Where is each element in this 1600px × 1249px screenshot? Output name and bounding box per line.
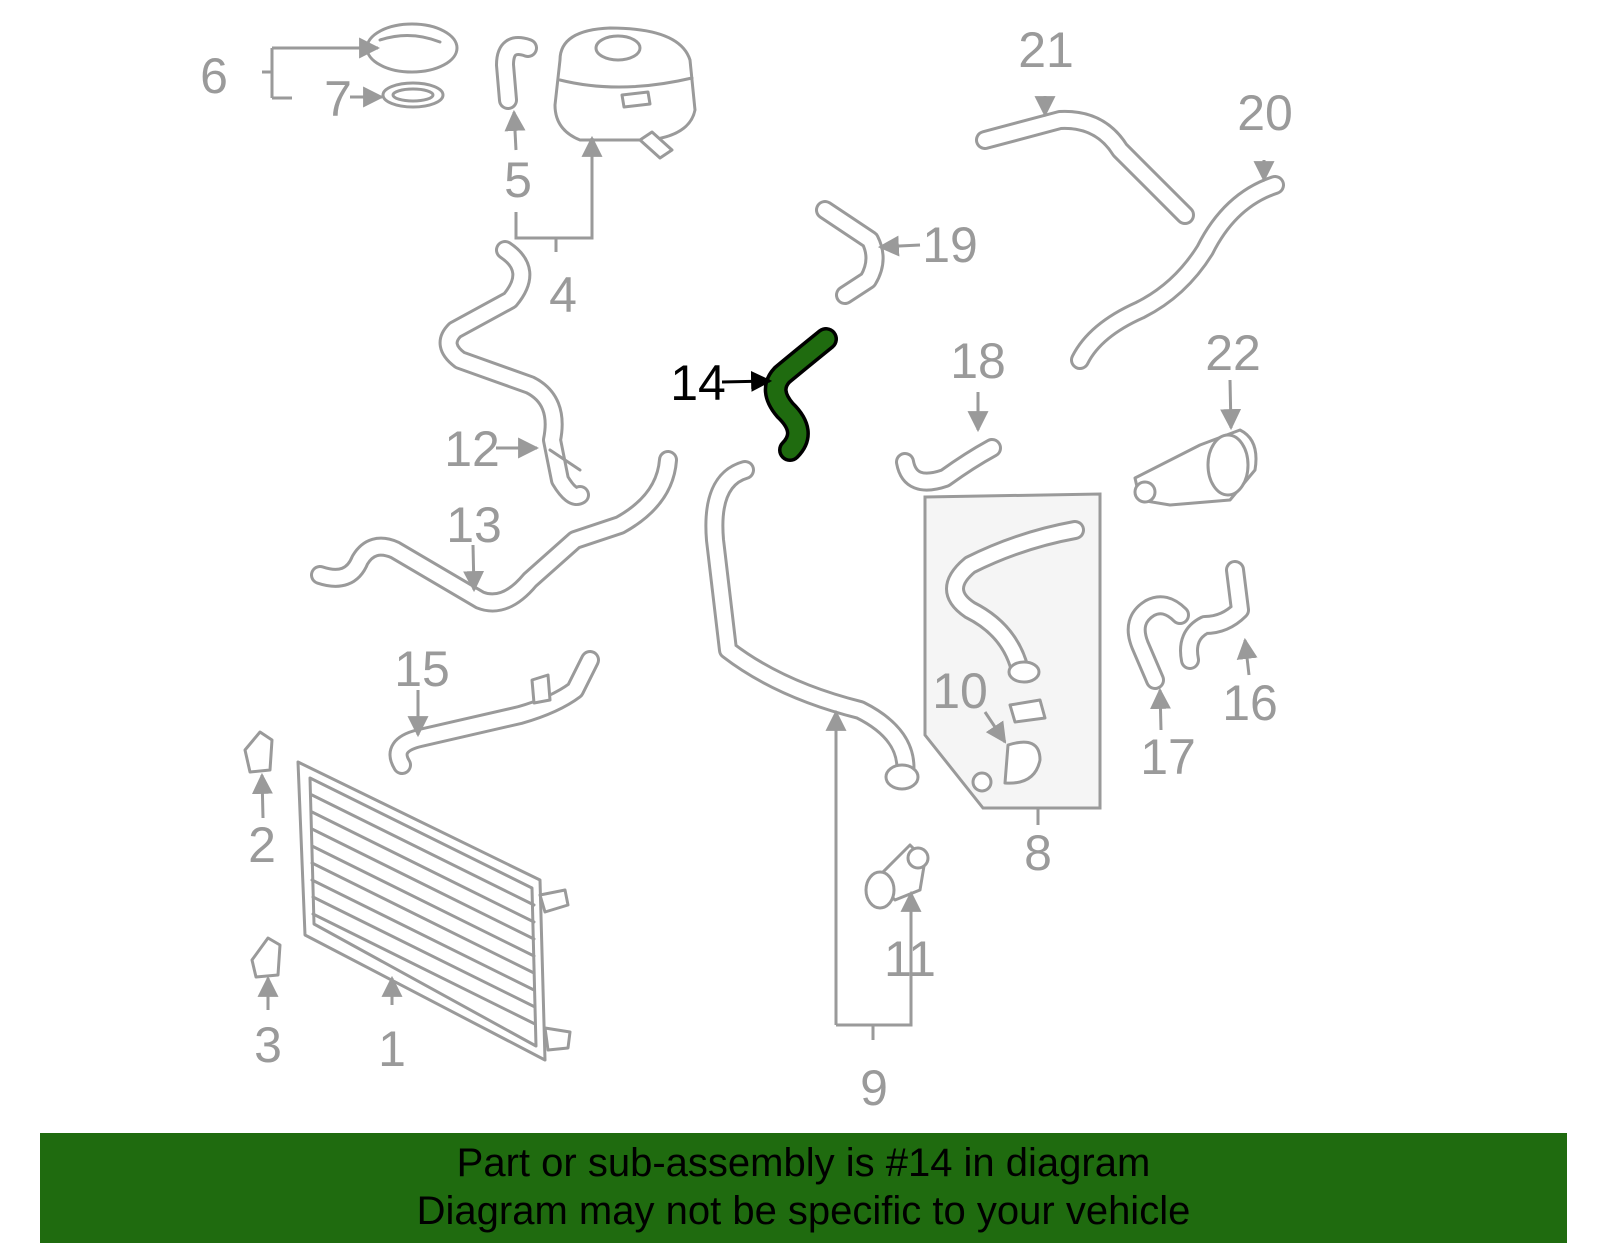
callout-15: 15 xyxy=(394,641,450,697)
part-1-radiator[interactable] xyxy=(296,760,572,1062)
part-10-fitting[interactable] xyxy=(971,698,1047,793)
callout-9: 9 xyxy=(860,1060,888,1116)
banner-line-2: Diagram may not be specific to your vehi… xyxy=(416,1189,1191,1233)
part-4-hose-line[interactable] xyxy=(438,240,590,506)
part-2-bracket[interactable] xyxy=(243,730,274,774)
callout-8: 8 xyxy=(1024,825,1052,881)
part-20-hose[interactable] xyxy=(1070,175,1285,370)
callout-17: 17 xyxy=(1140,729,1196,785)
part-21-hose[interactable] xyxy=(975,109,1195,225)
part-7-seal[interactable] xyxy=(381,81,445,109)
callout-14-highlighted: 14 xyxy=(670,355,726,411)
callout-16: 16 xyxy=(1222,675,1278,731)
part-9-hose[interactable] xyxy=(704,460,920,791)
part-17-hose[interactable] xyxy=(1126,595,1190,690)
banner-line-1: Part or sub-assembly is #14 in diagram xyxy=(456,1141,1151,1185)
callout-7: 7 xyxy=(324,71,352,127)
callout-19: 19 xyxy=(922,217,978,273)
callout-2: 2 xyxy=(248,817,276,873)
callout-4: 4 xyxy=(549,267,577,323)
callout-5: 5 xyxy=(504,152,532,208)
part-18-hose[interactable] xyxy=(895,438,1002,492)
part-11-housing[interactable] xyxy=(864,843,930,910)
callout-1: 1 xyxy=(378,1021,406,1077)
part-14-hose-highlighted[interactable] xyxy=(763,327,838,462)
part-19-hose[interactable] xyxy=(815,200,885,305)
callout-13: 13 xyxy=(446,497,502,553)
part-5-hose[interactable] xyxy=(495,36,538,110)
callout-20: 20 xyxy=(1237,85,1293,141)
part-13-pipe[interactable] xyxy=(310,450,678,613)
part-3-bracket[interactable] xyxy=(250,936,282,979)
part-4-reservoir[interactable] xyxy=(553,26,697,160)
callout-22: 22 xyxy=(1205,325,1261,381)
callout-labels: 1 2 3 4 5 6 7 8 9 10 11 12 13 14 15 16 1… xyxy=(200,22,1293,1116)
callout-21: 21 xyxy=(1018,22,1074,78)
callout-10: 10 xyxy=(932,663,988,719)
callout-12: 12 xyxy=(444,421,500,477)
callout-18: 18 xyxy=(950,333,1006,389)
part-12-pipe[interactable] xyxy=(548,448,582,472)
callout-3: 3 xyxy=(254,1017,282,1073)
callout-11: 11 xyxy=(884,931,936,987)
part-22-housing[interactable] xyxy=(1133,428,1258,507)
part-8-hose[interactable] xyxy=(945,520,1085,684)
part-15-pipe[interactable] xyxy=(388,650,600,775)
part-6-cap[interactable] xyxy=(365,22,459,74)
notice-banner: Part or sub-assembly is #14 in diagram D… xyxy=(40,1133,1567,1243)
callout-6: 6 xyxy=(200,48,228,104)
part-16-hose[interactable] xyxy=(1179,560,1250,670)
leader-lines xyxy=(251,37,1275,1040)
